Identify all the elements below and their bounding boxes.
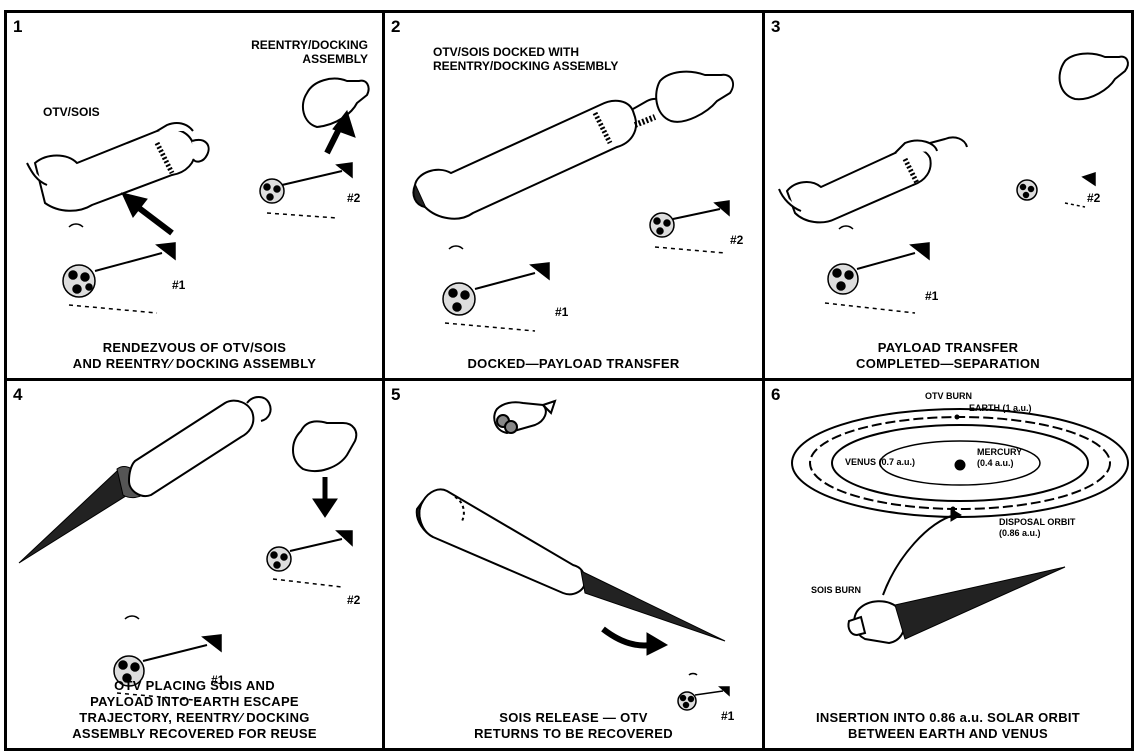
disposal-orbit-label: DISPOSAL ORBIT (0.86 a.u.) xyxy=(999,517,1075,539)
panel-2: 2 OTV/SOIS DOCKED WITH REENTRY/DOCKING A… xyxy=(385,13,765,381)
payload-2 xyxy=(260,163,352,218)
otv-sois-vehicle xyxy=(779,137,967,222)
arrow-to-otv xyxy=(122,193,172,233)
sois-burn-label: SOIS BURN xyxy=(811,585,861,596)
panel-5-caption: SOIS RELEASE — OTV RETURNS TO BE RECOVER… xyxy=(385,710,762,742)
reentry-docking-assembly xyxy=(1060,54,1128,100)
otv-burn-label: OTV BURN xyxy=(925,391,972,402)
panel-6-artwork xyxy=(765,381,1131,748)
mercury-label: MERCURY (0.4 a.u.) xyxy=(977,447,1022,469)
panel-1-artwork xyxy=(7,13,385,381)
panel-6-caption: INSERTION INTO 0.86 a.u. SOLAR ORBIT BET… xyxy=(765,710,1131,742)
payload-2-label: #2 xyxy=(730,233,743,247)
panel-1: 1 OTV/SOIS REENTRY/DOCKING ASSEMBLY #2 #… xyxy=(7,13,385,381)
panel-6-number: 6 xyxy=(771,385,780,405)
panel-1-number: 1 xyxy=(13,17,22,37)
mission-sequence-diagram: 1 OTV/SOIS REENTRY/DOCKING ASSEMBLY #2 #… xyxy=(4,10,1134,751)
sois-released xyxy=(494,401,555,433)
otv-sois-vehicle xyxy=(27,123,209,211)
panel-4: 4 #2 #1 OTV PLACING SOIS AND PAYLOAD INT… xyxy=(7,381,385,748)
panel-3-artwork xyxy=(765,13,1131,381)
solar-orbits xyxy=(792,409,1128,517)
payload-2-label: #2 xyxy=(1087,191,1100,205)
payload-1 xyxy=(678,674,729,711)
sois-exhaust xyxy=(895,567,1065,639)
panel-4-number: 4 xyxy=(13,385,22,405)
panel-3-number: 3 xyxy=(771,17,780,37)
reentry-docking-label: REENTRY/DOCKING ASSEMBLY xyxy=(251,38,368,66)
arrow-return xyxy=(603,629,667,655)
panel-4-caption: OTV PLACING SOIS AND PAYLOAD INTO EARTH … xyxy=(7,678,382,742)
payload-1-label: #1 xyxy=(172,278,185,292)
transfer-trajectory xyxy=(883,509,961,595)
panel-3: 3 #2 #1 PAYLOAD TRANSFER COMPLETED—SEPAR… xyxy=(765,13,1131,381)
otv-sois-vehicle xyxy=(129,397,271,496)
panel-5-artwork xyxy=(385,381,765,748)
payload-1-label: #1 xyxy=(555,305,568,319)
payload-1 xyxy=(443,246,549,331)
payload-2 xyxy=(650,201,729,253)
otv-returning xyxy=(417,489,585,594)
panel-6: 6 OTV BURN EARTH (1 a.u.) VENUS (0.7 a.u… xyxy=(765,381,1131,748)
otv-sois-label: OTV/SOIS xyxy=(43,105,100,119)
docked-vehicle xyxy=(413,72,733,219)
payload-2 xyxy=(267,531,352,587)
docked-title-label: OTV/SOIS DOCKED WITH REENTRY/DOCKING ASS… xyxy=(433,45,618,73)
panel-5-number: 5 xyxy=(391,385,400,405)
panel-5: 5 #1 SOIS RELEASE — OTV RETURNS TO BE RE… xyxy=(385,381,765,748)
panel-2-caption: DOCKED—PAYLOAD TRANSFER xyxy=(385,356,762,372)
venus-label: VENUS (0.7 a.u.) xyxy=(845,457,915,468)
reentry-docking-assembly xyxy=(303,79,369,127)
payload-2-label: #2 xyxy=(347,191,360,205)
earth-label: EARTH (1 a.u.) xyxy=(969,403,1032,414)
panel-3-caption: PAYLOAD TRANSFER COMPLETED—SEPARATION xyxy=(765,340,1131,372)
reentry-docking-assembly xyxy=(293,421,356,471)
payload-1 xyxy=(825,226,929,313)
payload-2 xyxy=(1017,173,1095,207)
panel-2-number: 2 xyxy=(391,17,400,37)
payload-2-label: #2 xyxy=(347,593,360,607)
exhaust-plume xyxy=(19,467,147,563)
arrow-down-recovery xyxy=(313,477,337,517)
payload-1 xyxy=(63,224,175,313)
payload-1-label: #1 xyxy=(925,289,938,303)
panel-1-caption: RENDEZVOUS OF OTV/SOIS AND REENTRY⁄ DOCK… xyxy=(7,340,382,372)
